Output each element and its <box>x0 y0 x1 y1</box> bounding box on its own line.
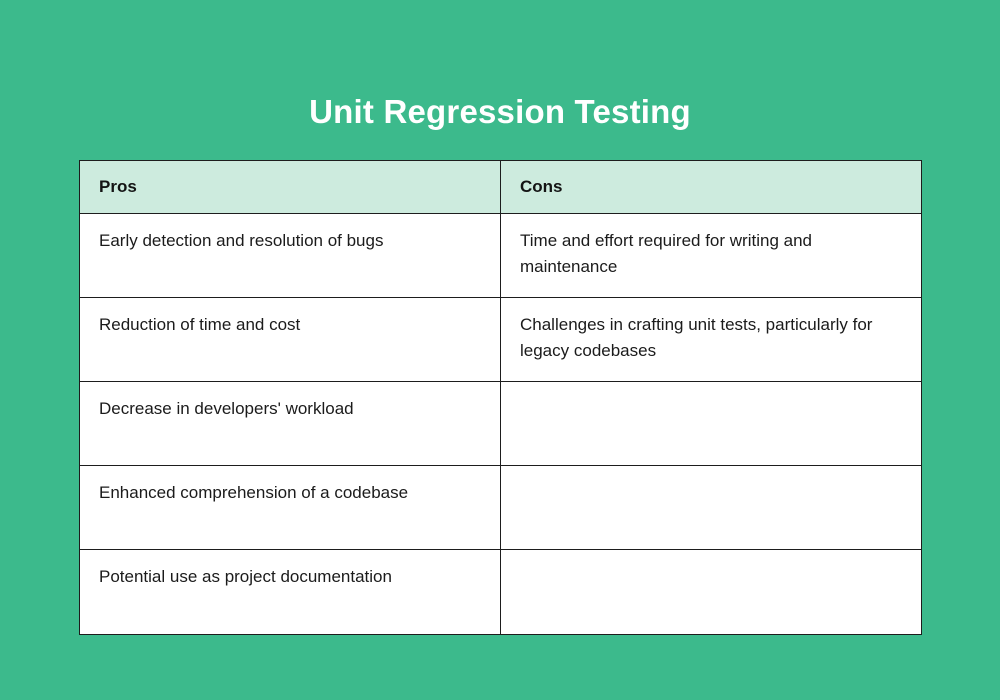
cell-text: Time and effort required for writing and… <box>520 231 812 276</box>
cell-cons: Time and effort required for writing and… <box>500 213 922 298</box>
table-header: Pros Cons <box>79 160 922 214</box>
page-title: Unit Regression Testing <box>309 93 691 131</box>
table-row: Early detection and resolution of bugs T… <box>79 213 922 298</box>
table-header-row: Pros Cons <box>79 160 922 214</box>
column-header-cons: Cons <box>500 160 922 214</box>
pros-cons-table-container: Pros Cons Early detection and resolution… <box>79 160 922 635</box>
table-row: Potential use as project documentation <box>79 549 922 635</box>
cell-text: Potential use as project documentation <box>99 567 392 586</box>
cell-text: Early detection and resolution of bugs <box>99 231 384 250</box>
cell-pros: Reduction of time and cost <box>79 297 501 382</box>
table-row: Decrease in developers' workload <box>79 381 922 466</box>
cell-cons: Challenges in crafting unit tests, parti… <box>500 297 922 382</box>
cell-text: Challenges in crafting unit tests, parti… <box>520 315 873 360</box>
cell-pros: Decrease in developers' workload <box>79 381 501 466</box>
table-row: Reduction of time and cost Challenges in… <box>79 297 922 382</box>
cell-pros: Enhanced comprehension of a codebase <box>79 465 501 550</box>
cell-cons-empty <box>500 381 922 466</box>
cell-cons-empty <box>500 549 922 635</box>
table-body: Early detection and resolution of bugs T… <box>79 213 922 635</box>
cell-text: Reduction of time and cost <box>99 315 301 334</box>
cell-cons-empty <box>500 465 922 550</box>
cell-pros: Potential use as project documentation <box>79 549 501 635</box>
table-row: Enhanced comprehension of a codebase <box>79 465 922 550</box>
cell-text: Enhanced comprehension of a codebase <box>99 483 409 502</box>
cell-text: Decrease in developers' workload <box>99 399 354 418</box>
pros-cons-table: Pros Cons Early detection and resolution… <box>79 160 922 635</box>
column-header-pros: Pros <box>79 160 501 214</box>
cell-pros: Early detection and resolution of bugs <box>79 213 501 298</box>
